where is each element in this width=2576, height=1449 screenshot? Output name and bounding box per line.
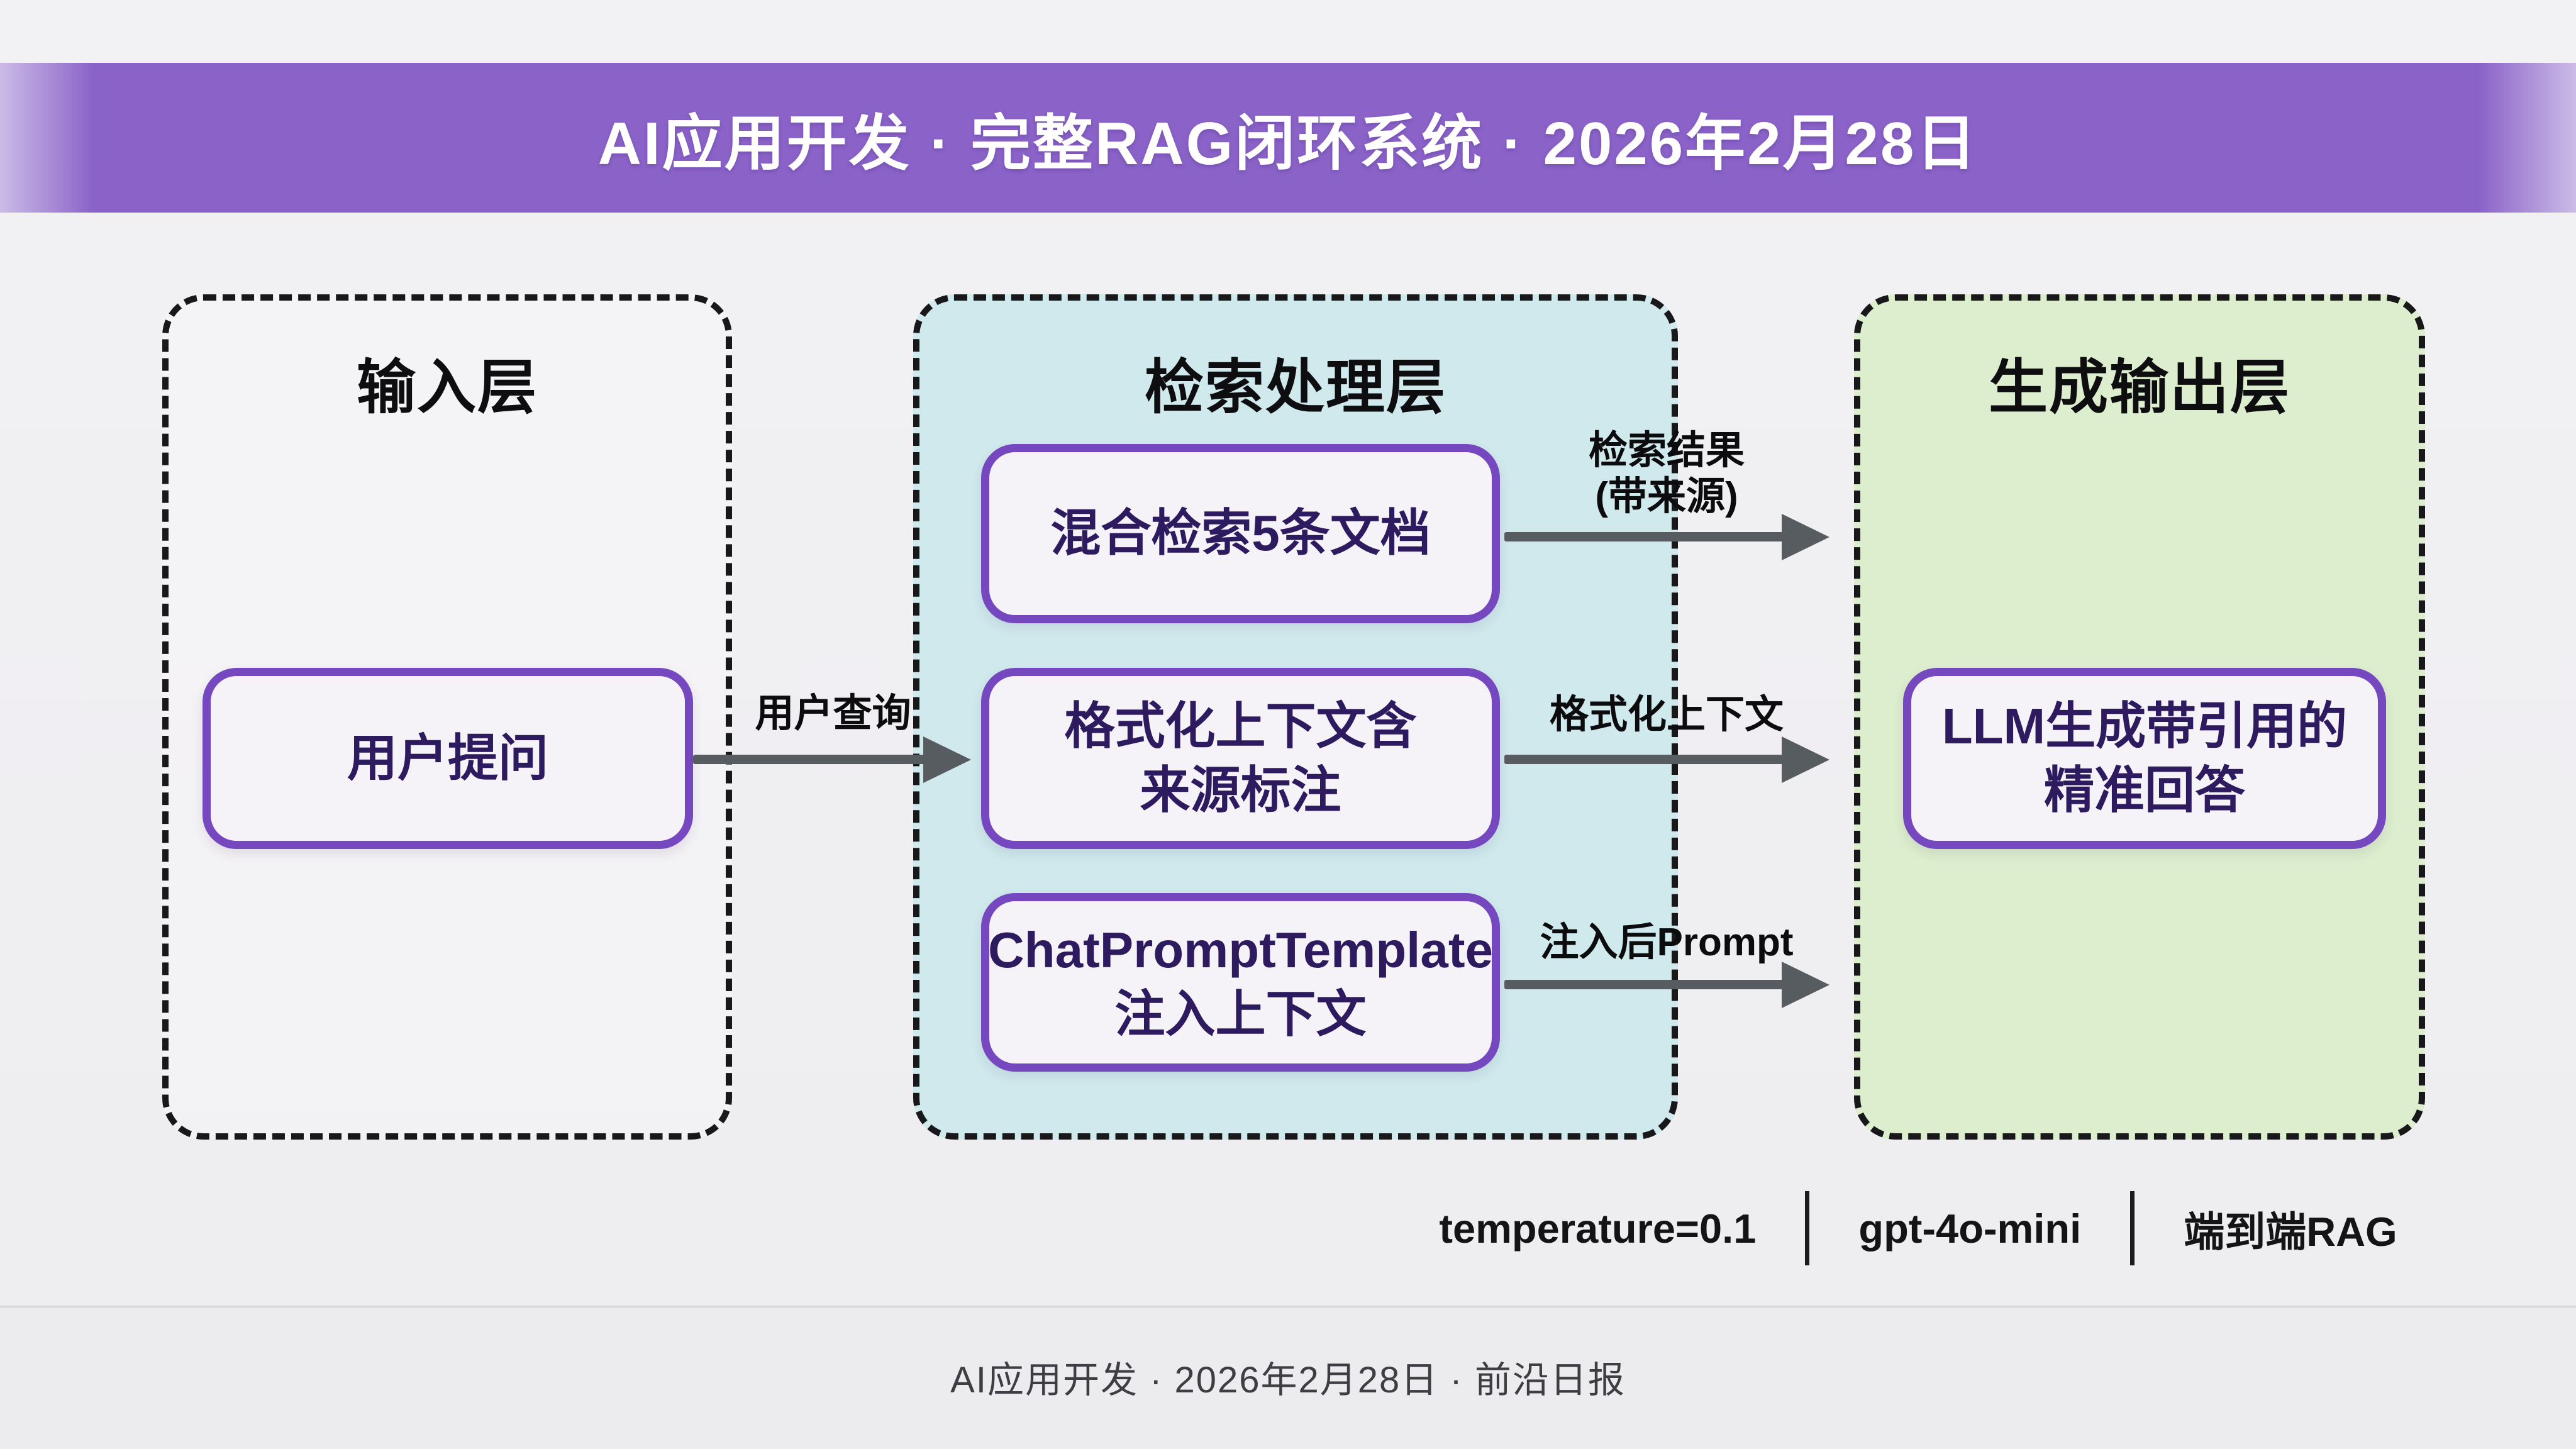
meta-divider: [2130, 1191, 2135, 1265]
arrow-search-results-label: 检索结果 (带来源): [1588, 429, 1745, 519]
meta-model: gpt-4o-mini: [1858, 1205, 2082, 1252]
retrieval-layer-title: 检索处理层: [1144, 354, 1446, 420]
arrow-search-results-shaft: [1504, 532, 1783, 541]
header-banner: AI应用开发 · 完整RAG闭环系统 · 2026年2月28日: [0, 63, 2576, 213]
footer-text: AI应用开发 · 2026年2月28日 · 前沿日报: [950, 1360, 1626, 1401]
meta-tag: 端到端RAG: [2184, 1209, 2397, 1255]
node-hybrid-search: 混合检索5条文档: [981, 444, 1500, 623]
arrow-user-query-label: 用户查询: [755, 692, 911, 735]
node-format-context: 格式化上下文含 来源标注: [981, 668, 1500, 849]
arrow-formatted-context-label: 格式化上下文: [1549, 693, 1784, 736]
footer-band: AI应用开发 · 2026年2月28日 · 前沿日报: [0, 1306, 2576, 1449]
node-prompt-template: ChatPromptTemplate 注入上下文: [981, 893, 1500, 1072]
arrow-search-results-head: [1782, 514, 1829, 560]
arrow-formatted-context-shaft: [1504, 755, 1783, 764]
arrow-injected-prompt-shaft: [1504, 980, 1783, 989]
input-layer-title: 输入层: [356, 354, 538, 420]
meta-temperature: temperature=0.1: [1439, 1205, 1757, 1252]
arrow-user-query-head: [923, 736, 971, 783]
arrow-formatted-context-head: [1782, 736, 1829, 783]
arrow-injected-prompt-head: [1782, 962, 1829, 1008]
arrow-injected-prompt-label: 注入后Prompt: [1540, 921, 1794, 964]
meta-divider: [1805, 1191, 1810, 1265]
meta-info-bar: temperature=0.1 gpt-4o-mini 端到端RAG: [1352, 1187, 2484, 1269]
arrow-user-query-shaft: [693, 755, 924, 764]
node-user-question: 用户提问: [203, 668, 693, 849]
node-llm-answer: LLM生成带引用的 精准回答: [1903, 668, 2386, 849]
header-title: AI应用开发 · 完整RAG闭环系统 · 2026年2月28日: [597, 109, 1979, 177]
output-layer-title: 生成输出层: [1988, 354, 2290, 420]
